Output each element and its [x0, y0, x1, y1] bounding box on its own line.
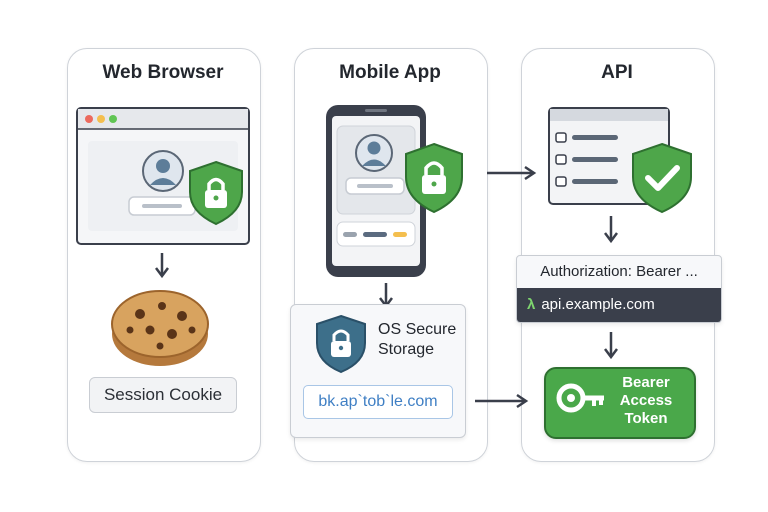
lock-shield-icon [316, 314, 366, 374]
os-secure-storage-title: OS Secure Storage [378, 320, 462, 360]
authorization-header-label: Authorization: Bearer ... [540, 263, 698, 280]
mobile-app-title: Mobile App [339, 62, 441, 83]
api-host-text: api.example.com [541, 296, 655, 313]
token-line-2: Access [619, 392, 673, 409]
cookie-icon [111, 290, 209, 366]
lock-shield-icon [405, 142, 463, 214]
token-line-3: Token [624, 410, 668, 427]
arrow-icon [604, 216, 618, 244]
os-secure-storage-title-line2: Storage [378, 341, 435, 358]
arrow-icon [155, 253, 169, 279]
arrow-icon [487, 165, 537, 181]
user-icon [142, 150, 184, 192]
check-shield-icon [632, 142, 692, 214]
login-field [128, 196, 196, 216]
arrow-icon [604, 332, 618, 360]
arrow-icon [475, 393, 529, 409]
session-cookie-label: Session Cookie [89, 377, 237, 413]
token-line-1: Bearer [622, 374, 670, 391]
os-secure-storage-title-line1: OS Secure [378, 321, 457, 338]
web-browser-title: Web Browser [102, 62, 224, 83]
user-icon [355, 134, 393, 172]
endpoint-icon: λ [527, 296, 536, 313]
bearer-access-token-label: Bearer Access Token [606, 374, 686, 428]
storage-value-field: bk.ap`tob`le.com [303, 385, 453, 419]
bearer-access-token-badge [544, 367, 696, 439]
api-title: API [601, 62, 633, 83]
authorization-header-box: Authorization: Bearer ... λ api.example.c… [516, 255, 722, 323]
login-field [345, 177, 405, 195]
lock-shield-icon [189, 160, 243, 226]
key-icon [556, 383, 604, 413]
api-host-bar: λ api.example.com [517, 288, 721, 322]
